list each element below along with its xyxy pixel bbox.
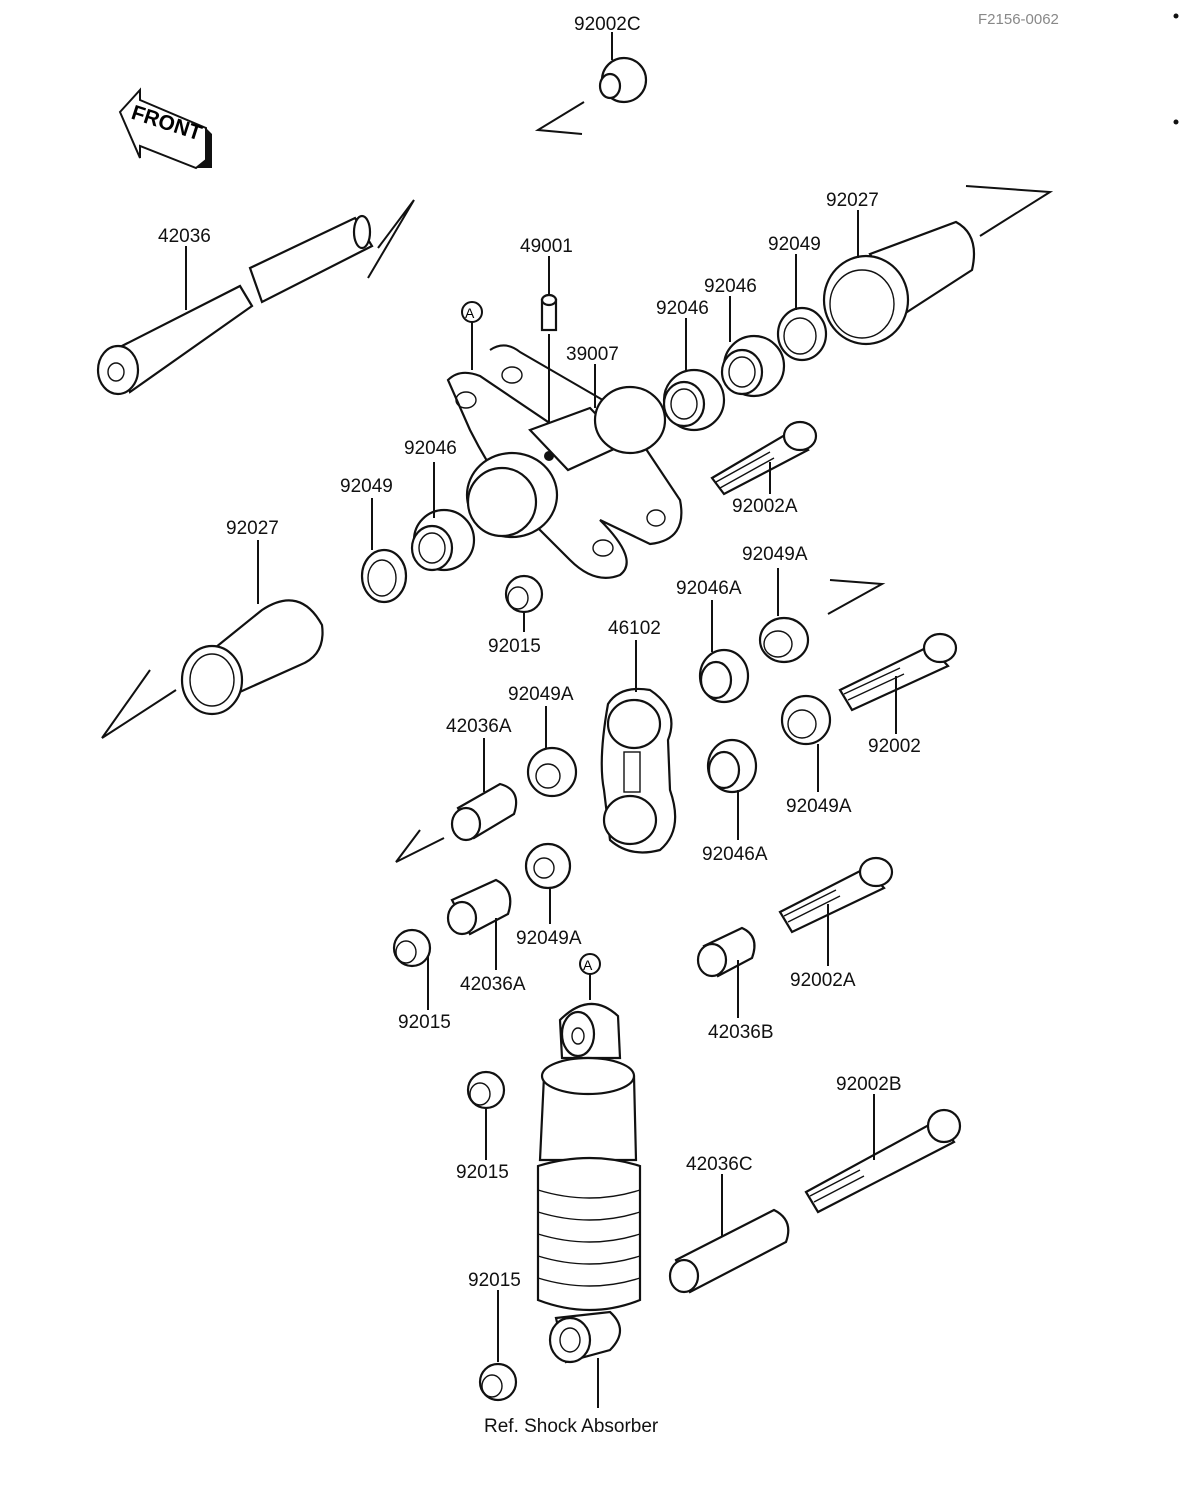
part-42036A-sleeve-low-icon	[446, 878, 512, 970]
part-49001-nipple-icon	[540, 256, 558, 456]
part-42036B-sleeve-icon	[696, 926, 756, 1018]
label-92046A-top: 92046A	[676, 578, 742, 599]
svg-text:A: A	[465, 305, 475, 321]
label-92015-low: 92015	[456, 1162, 509, 1183]
part-92002A-bolt-low-icon	[778, 856, 894, 966]
part-92046-bearing-c-icon	[410, 462, 476, 572]
label-92046-a: 92046	[704, 276, 757, 297]
label-92027-left: 92027	[226, 518, 279, 539]
label-92002B: 92002B	[836, 1074, 902, 1095]
part-92046A-bearing-bottom-icon	[706, 738, 758, 840]
label-92015-mid: 92015	[398, 1012, 451, 1033]
figure-code: F2156-0062	[978, 11, 1059, 28]
label-46102: 46102	[608, 618, 661, 639]
part-39007-rocker-arm-icon	[446, 344, 683, 579]
label-42036: 42036	[158, 226, 211, 247]
label-92049A-right: 92049A	[786, 796, 852, 817]
part-92015-nut-mid-icon	[392, 928, 432, 1010]
part-92015-nut-top-icon	[504, 574, 544, 632]
label-92015-bot: 92015	[468, 1270, 521, 1291]
part-92002C-icon	[534, 56, 648, 135]
label-42036C: 42036C	[686, 1154, 753, 1175]
part-42036-pin-icon	[96, 199, 415, 396]
page-dot-mid	[1173, 119, 1179, 125]
shock-absorber-icon	[536, 1002, 642, 1408]
part-92046-bearing-b-icon	[720, 296, 786, 398]
label-92046-b: 92046	[656, 298, 709, 319]
part-92027-cap-top-icon	[822, 185, 1054, 346]
front-arrow-icon: FRONT	[118, 87, 212, 170]
ref-marker-a-bottom: A	[579, 953, 601, 1000]
label-39007: 39007	[566, 344, 619, 365]
label-42036A-top: 42036A	[446, 716, 512, 737]
label-92046-c: 92046	[404, 438, 457, 459]
part-92015-nut-bottom-icon	[478, 1290, 518, 1402]
ref-marker-a-top: A	[461, 301, 483, 370]
part-42036C-sleeve-icon	[668, 1174, 790, 1294]
page-dot-top	[1173, 13, 1179, 19]
label-92049-left: 92049	[340, 476, 393, 497]
label-92049-top: 92049	[768, 234, 821, 255]
caption-ref-shock-absorber: Ref. Shock Absorber	[484, 1416, 659, 1437]
label-92002A-low: 92002A	[790, 970, 856, 991]
label-92002C: 92002C	[574, 14, 641, 35]
part-42036A-sleeve-top-icon	[395, 738, 518, 863]
label-92049A-low: 92049A	[516, 928, 582, 949]
label-92015-top: 92015	[488, 636, 541, 657]
label-42036B: 42036B	[708, 1022, 774, 1043]
part-46102-link-rod-icon	[600, 640, 677, 854]
part-92002-bolt-icon	[838, 632, 958, 734]
part-92046-bearing-a-icon	[662, 318, 726, 432]
part-92049A-seal-mid-icon	[526, 706, 578, 798]
part-92049-seal-top-icon	[776, 254, 828, 362]
label-92046A-bot: 92046A	[702, 844, 768, 865]
part-92049A-seal-right-icon	[780, 694, 832, 792]
label-49001: 49001	[520, 236, 573, 257]
label-42036A-low: 42036A	[460, 974, 526, 995]
part-92049A-seal-low-icon	[524, 842, 572, 924]
part-92002B-bolt-icon	[804, 1094, 962, 1214]
part-92015-nut-low-icon	[466, 1070, 506, 1160]
part-92049A-seal-top-icon	[758, 568, 886, 664]
part-92049-seal-left-icon	[360, 498, 408, 604]
part-92046A-bearing-top-icon	[698, 600, 750, 704]
label-92049A-mid: 92049A	[508, 684, 574, 705]
label-92049A-top: 92049A	[742, 544, 808, 565]
label-92002: 92002	[868, 736, 921, 757]
label-92027-top: 92027	[826, 190, 879, 211]
part-92002A-bolt-upper-icon	[710, 420, 818, 496]
part-92027-cap-left-icon	[101, 540, 324, 739]
label-92002A-top: 92002A	[732, 496, 798, 517]
svg-text:A: A	[583, 957, 593, 973]
